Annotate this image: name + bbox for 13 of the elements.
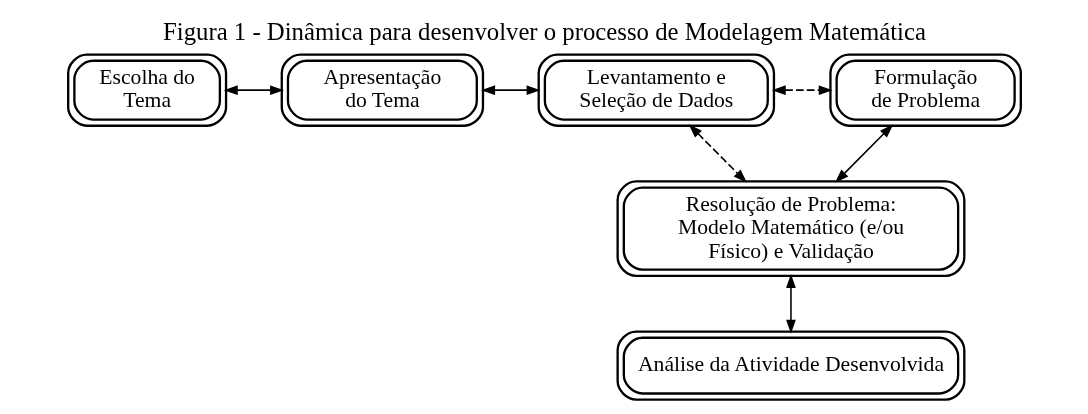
arrow: [771, 85, 833, 96]
arrow: [480, 85, 541, 96]
arrow: [688, 124, 747, 183]
arrow: [223, 85, 284, 96]
node-box: Análise da Atividade Desenvolvida: [615, 330, 965, 401]
node-box: Apresentação do Tema: [280, 53, 484, 127]
arrow: [834, 124, 893, 183]
node-box: Formulação de Problema: [828, 53, 1022, 127]
arrow: [785, 273, 796, 334]
node-box: Escolha do Tema: [66, 53, 227, 127]
node-box: Resolução de Problema: Modelo Matemático (e/ou Físico) e Validação: [615, 180, 965, 278]
node-box: Levantamento e Seleção de Dados: [537, 53, 775, 127]
diagram-title: Figura 1 - Dinâmica para desenvolver o processo de Modelagem Matemática: [162, 18, 926, 46]
